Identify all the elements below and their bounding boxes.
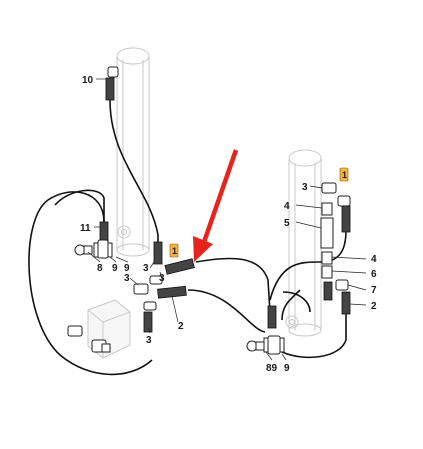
hose-main-lower [187,289,266,333]
callout-3-lower: 3 [146,335,152,346]
callout-9-left-a: 9 [112,263,118,274]
banjo-fitting-left [97,239,109,259]
callout-1-left: 1 [172,246,177,256]
hose-lines [28,99,347,376]
elbow-fitting-right [337,195,351,207]
hose-left-top [109,99,159,262]
hose-end-right-upper [341,205,351,233]
adapter-3 [149,275,163,285]
hose-end-1-main [164,258,195,275]
adapter-3b [143,301,157,311]
hose-end-3a [153,241,163,265]
nut-4a [321,202,333,216]
hose-end-7 [323,281,333,301]
callout-2-left: 2 [178,321,184,332]
banjo-bolt-shank-8a [83,245,93,255]
callout-6: 6 [371,269,377,280]
callout-2-right: 2 [371,301,377,312]
leader-lines [87,78,367,361]
callout-89: 89 [266,363,278,374]
washer-9d [279,337,285,353]
tee-fitting-3 [133,283,149,295]
callout-3-mid: 3 [124,273,130,284]
banjo-bolt-shank-8b [255,341,265,351]
left-fittings [74,66,195,333]
hose-end-lower-center [267,305,277,329]
callout-9-right: 9 [284,363,290,374]
banjo-fitting-right [267,335,281,355]
callout-8-left: 8 [97,263,103,274]
callout-4-upper: 4 [284,201,290,212]
fitting-6 [321,265,333,279]
hose-right-upper [269,206,347,301]
callout-3-right: 3 [159,273,165,284]
pipe-5 [320,217,334,249]
callout-7: 7 [371,285,377,296]
valve-block [67,299,131,359]
left-cylinder-outline [116,47,150,257]
elbow-fitting-10 [107,66,119,78]
hose-right-lower [281,296,347,359]
red-arrow-pointer [193,149,239,262]
callout-3-upper: 3 [143,263,149,274]
right-cylinder-outline [285,149,322,337]
valve-port-left [67,325,83,337]
valve-cap [101,343,111,353]
callout-10: 10 [82,75,94,86]
orange-tag-right [339,167,349,182]
washer-9b [107,242,113,258]
elbow-fitting-top-right [321,182,337,194]
callout-9-left-b: 9 [124,263,130,274]
callout-11: 11 [80,223,91,234]
callout-5: 5 [284,218,290,229]
hose-end-10 [105,77,115,101]
hose-main-upper [195,257,271,313]
callout-labels: 10 11 8 9 9 3 3 3 3 2 1 3 1 4 5 4 6 7 2 … [80,75,377,374]
nut-4b [321,251,333,265]
washer-9a [93,242,99,258]
hose-end-right-lower [341,291,351,315]
washer-9c [263,337,269,353]
orange-tag-left [169,243,179,258]
hose-cross-2 [282,291,311,313]
hose-left-loop-inner [54,189,105,222]
elbow-fitting-right-lower [335,279,349,291]
right-fittings [246,182,351,355]
callout-4-lower: 4 [371,254,377,265]
hose-cross [281,289,301,321]
callout-1-right: 1 [342,170,347,180]
callout-3-top-right: 3 [302,182,308,193]
hose-end-3c [143,311,153,333]
